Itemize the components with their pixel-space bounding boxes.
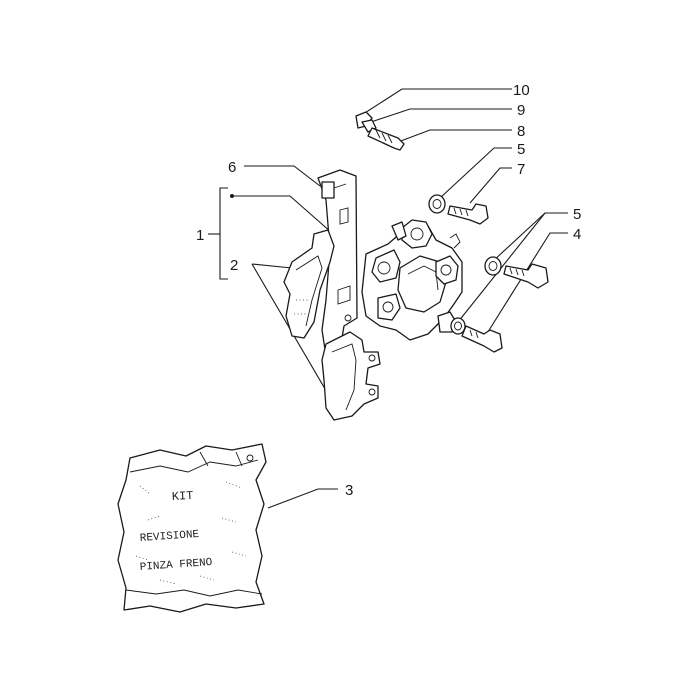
callout-5-lower: 5 <box>573 206 581 223</box>
callout-9: 9 <box>517 102 525 119</box>
leader-8 <box>397 129 512 143</box>
leader-7 <box>469 167 512 204</box>
brake-pad-lower <box>321 331 381 421</box>
brake-pad-upper <box>283 229 335 339</box>
bolt-lower <box>461 325 503 353</box>
bracket-1 <box>219 187 228 280</box>
callout-10: 10 <box>513 82 530 99</box>
leader-1-dot <box>233 195 341 241</box>
bolt-right <box>503 263 549 289</box>
bracket-dot <box>230 194 234 198</box>
callout-2: 2 <box>230 257 238 274</box>
callout-6: 6 <box>228 159 236 176</box>
caliper-body <box>361 219 463 341</box>
callout-8: 8 <box>517 123 525 140</box>
washer-lower <box>450 317 466 335</box>
leader-3 <box>267 488 338 509</box>
leader-4 <box>485 232 568 336</box>
callout-5-upper: 5 <box>517 141 525 158</box>
bolt-upper <box>447 203 489 225</box>
callout-numbers: 10 9 8 5 7 6 1 2 5 4 3 <box>196 82 581 499</box>
washer-upper <box>428 194 446 214</box>
callout-1: 1 <box>196 227 204 244</box>
mounting-bracket <box>317 169 358 357</box>
leader-9 <box>364 108 512 125</box>
leader-10 <box>356 88 512 119</box>
callout-7: 7 <box>517 161 525 178</box>
leader-5b <box>491 212 568 263</box>
leader-2a <box>251 263 293 269</box>
leader-6 <box>244 165 321 187</box>
callout-4: 4 <box>573 226 581 243</box>
kit-label-line3: PINZA FRENO <box>139 557 213 574</box>
revision-kit-bag: KIT REVISIONE PINZA FRENO <box>117 443 267 613</box>
kit-label-line1: KIT <box>171 489 193 504</box>
callout-3: 3 <box>345 482 353 499</box>
bleed-screw-assembly <box>355 111 405 151</box>
washer-right <box>484 256 502 276</box>
kit-label-line2: REVISIONE <box>139 529 199 545</box>
leader-5a <box>439 147 512 199</box>
